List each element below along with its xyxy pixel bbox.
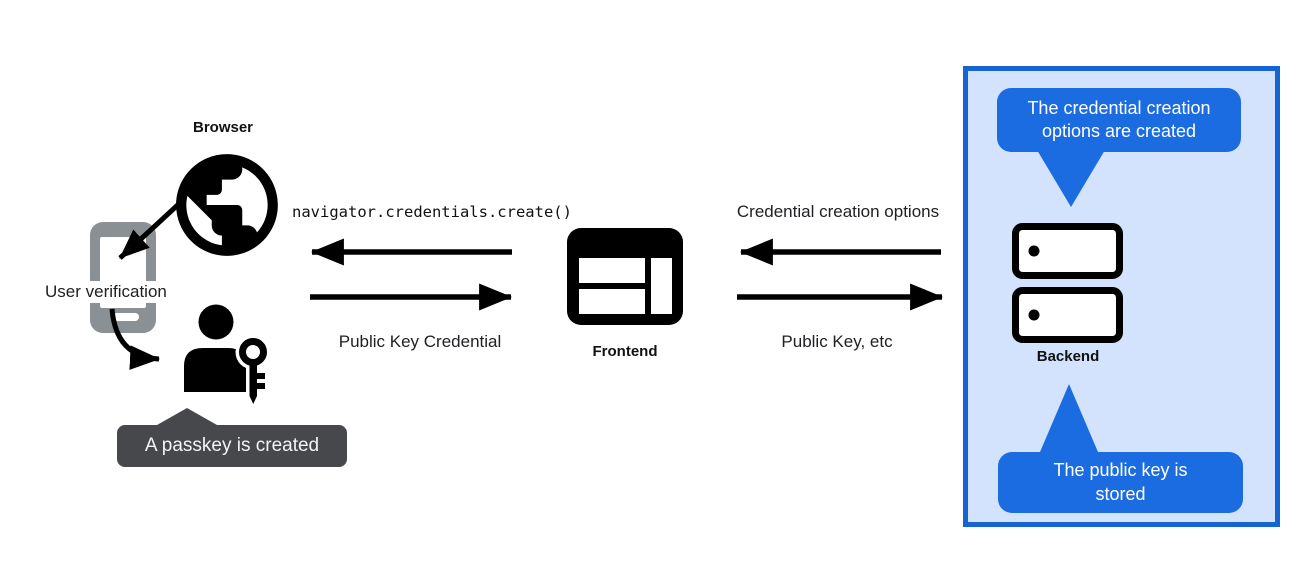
frontend-label: Frontend <box>592 343 658 360</box>
public-key-etc-label: Public Key, etc <box>781 332 893 351</box>
backend-top-tooltip: The credential creation options are crea… <box>997 88 1241 152</box>
browser-label: Browser <box>192 119 254 136</box>
user-verification-label: User verification <box>42 281 170 303</box>
passkey-tooltip-text: A passkey is created <box>144 435 320 456</box>
person-with-key-icon <box>184 304 271 404</box>
arrow-phone-to-user <box>109 308 160 370</box>
backend-label: Backend <box>1036 348 1100 365</box>
passkey-tooltip-pointer <box>157 408 217 425</box>
credential-creation-options-label: Credential creation options <box>736 202 940 221</box>
create-call-label: navigator.credentials.create() <box>292 203 572 221</box>
backend-bottom-tooltip-pointer <box>1040 384 1098 452</box>
passkey-tooltip: A passkey is created <box>117 425 347 467</box>
backend-top-tooltip-pointer <box>1037 150 1105 207</box>
backend-bottom-tooltip-text: The public key is stored <box>1053 460 1188 504</box>
server-stack-icon <box>1012 223 1123 343</box>
backend-top-tooltip-text: The credential creation options are crea… <box>1027 97 1211 141</box>
globe-icon <box>176 154 278 256</box>
browser-window-icon <box>567 228 683 325</box>
backend-bottom-tooltip: The public key is stored <box>998 452 1243 513</box>
public-key-credential-label: Public Key Credential <box>338 332 502 351</box>
arrow-globe-to-phone <box>118 199 184 260</box>
